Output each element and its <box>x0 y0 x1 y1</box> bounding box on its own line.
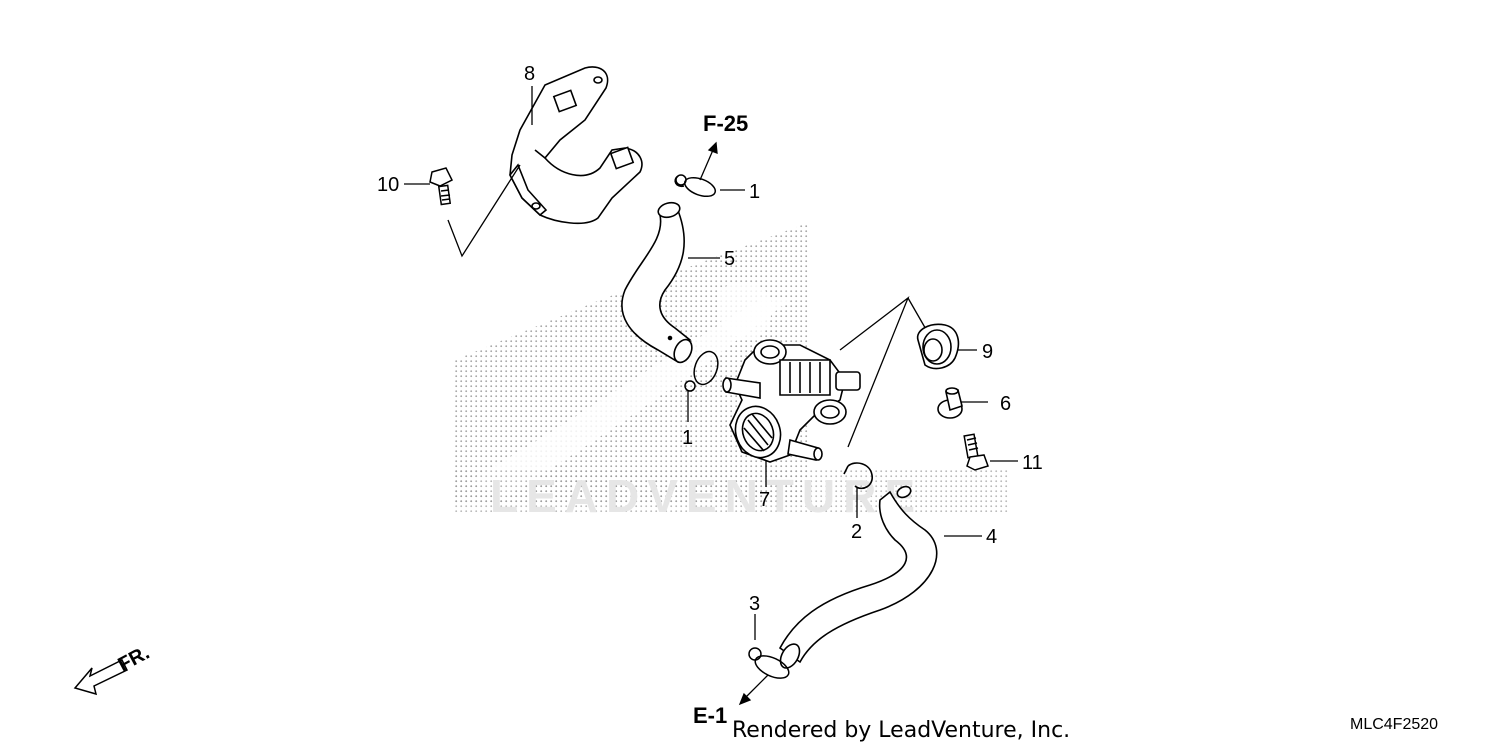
callout-11: 11 <box>1022 452 1043 474</box>
ref-label-f25: F-25 <box>703 111 749 136</box>
render-credit: Rendered by LeadVenture, Inc. <box>732 718 1071 743</box>
callout-3: 3 <box>749 593 761 615</box>
callout-9: 9 <box>982 341 994 363</box>
clamp-part-1-middle <box>684 350 719 392</box>
callout-6: 6 <box>1000 393 1012 415</box>
callout-7: 7 <box>759 489 771 511</box>
ref-label-e1: E-1 <box>693 703 728 728</box>
callout-5: 5 <box>724 248 736 270</box>
watermark-text: LEADVENTURE <box>490 470 923 522</box>
callout-10: 10 <box>377 174 400 196</box>
callout-1-middle: 1 <box>682 427 694 449</box>
callout-4: 4 <box>986 526 998 548</box>
clamp-part-1-top <box>674 174 717 198</box>
callout-1-top: 1 <box>749 181 761 203</box>
callout-2: 2 <box>851 521 863 543</box>
arrow-to-e1 <box>738 674 769 706</box>
grommet-part-9 <box>916 323 960 370</box>
collar-part-6 <box>937 387 963 419</box>
bolt-part-10 <box>429 167 454 206</box>
clip-part-2 <box>843 462 873 490</box>
bracket-part-8 <box>509 66 643 225</box>
callout-8: 8 <box>524 63 536 85</box>
diagram-code: MLC4F2520 <box>1350 716 1439 733</box>
clamp-part-3 <box>748 647 790 679</box>
hose-part-5 <box>621 201 693 364</box>
hose-part-4 <box>778 485 938 669</box>
arrow-to-f25 <box>699 141 718 181</box>
front-direction-arrow <box>73 658 129 696</box>
bolt-part-11 <box>963 433 989 471</box>
air-valve-part-7 <box>722 339 861 463</box>
